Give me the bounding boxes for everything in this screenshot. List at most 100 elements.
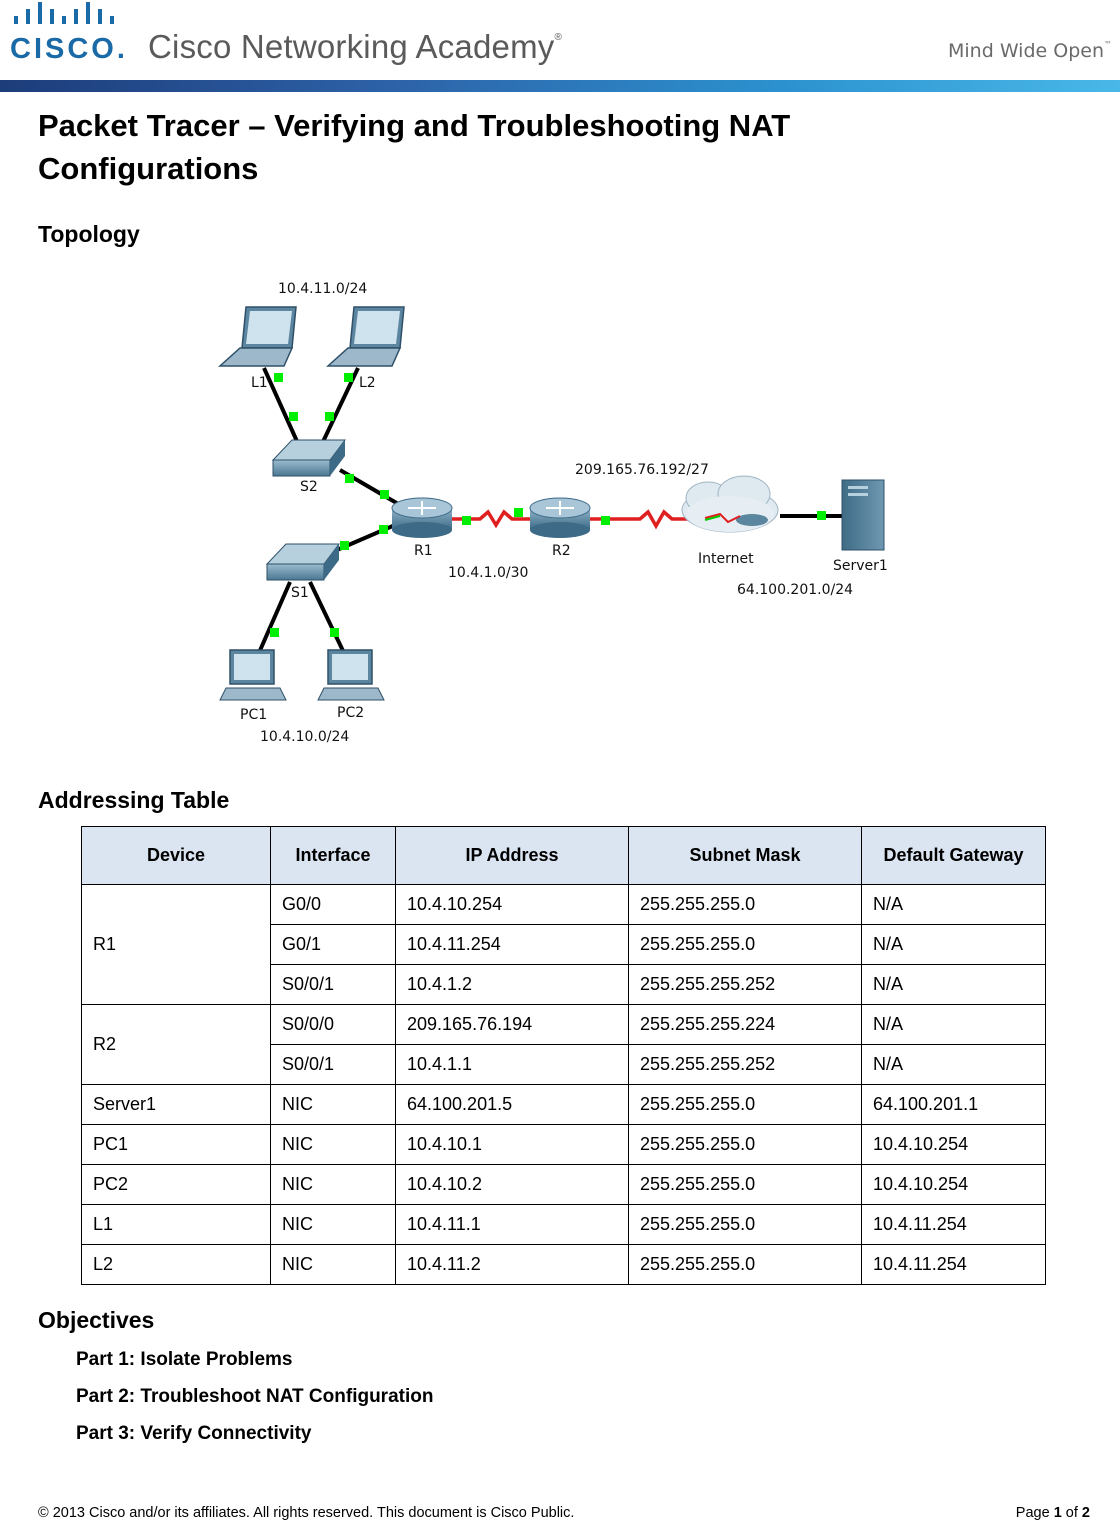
- table-cell: L1: [81, 1204, 271, 1245]
- table-cell: 255.255.255.0: [628, 1204, 862, 1245]
- router-r2-icon: [529, 497, 591, 538]
- column-header: Subnet Mask: [628, 826, 862, 885]
- table-cell: 10.4.10.254: [395, 884, 629, 925]
- label-l1: L1: [251, 375, 268, 391]
- objective-item: Part 2: Troubleshoot NAT Configuration: [76, 1386, 434, 1407]
- page-title: Packet Tracer – Verifying and Troublesho…: [38, 108, 791, 186]
- table-cell: 255.255.255.0: [628, 1164, 862, 1205]
- table-cell: NIC: [270, 1124, 396, 1165]
- table-row: PC2 NIC 10.4.10.2 255.255.255.0 10.4.10.…: [81, 1164, 1046, 1205]
- topology-heading: Topology: [38, 221, 140, 247]
- table-cell: 10.4.1.2: [395, 964, 629, 1005]
- table-cell: 255.255.255.0: [628, 1124, 862, 1165]
- table-cell: NIC: [270, 1164, 396, 1205]
- table-cell: 10.4.11.2: [395, 1244, 629, 1285]
- table-cell: 255.255.255.0: [628, 884, 862, 925]
- table-cell: N/A: [861, 924, 1046, 965]
- objectives-heading: Objectives: [38, 1307, 155, 1333]
- table-cell: 10.4.10.254: [861, 1124, 1046, 1165]
- table-header-row: Device Interface IP Address Subnet Mask …: [81, 826, 1046, 885]
- header-band: [0, 80, 1120, 92]
- table-cell: N/A: [861, 1004, 1046, 1045]
- table-cell: Server1: [81, 1084, 271, 1125]
- label-net-server: 64.100.201.0/24: [737, 582, 853, 598]
- tagline-text: Mind Wide Open: [948, 40, 1104, 62]
- label-net-l: 10.4.11.0/24: [278, 281, 367, 297]
- objective-item: Part 3: Verify Connectivity: [76, 1423, 312, 1444]
- table-cell: NIC: [270, 1084, 396, 1125]
- table-cell: 64.100.201.5: [395, 1084, 629, 1125]
- serial-link-r2-internet: [590, 509, 700, 530]
- label-pc1: PC1: [240, 707, 267, 723]
- table-row: Server1 NIC 64.100.201.5 255.255.255.0 6…: [81, 1084, 1046, 1125]
- label-net-pc: 10.4.10.0/24: [260, 729, 349, 745]
- trademark-mark: ™: [1104, 40, 1112, 49]
- serial-link-r1-r2: [445, 509, 535, 529]
- academy-name: Cisco Networking Academy®: [148, 28, 562, 66]
- cisco-logo-word: CISCO.: [10, 33, 128, 65]
- switch-s2-icon: [271, 439, 346, 477]
- label-net-serial: 10.4.1.0/30: [448, 565, 528, 581]
- table-cell: 255.255.255.252: [628, 1044, 862, 1085]
- table-cell: R1: [81, 884, 271, 1005]
- objective-item: Part 1: Isolate Problems: [76, 1349, 293, 1370]
- switch-s1-icon: [265, 543, 340, 581]
- table-cell: 255.255.255.252: [628, 964, 862, 1005]
- column-header: IP Address: [395, 826, 629, 885]
- page-total: 2: [1081, 1505, 1090, 1521]
- table-cell: N/A: [861, 884, 1046, 925]
- column-header: Default Gateway: [861, 826, 1046, 885]
- server-icon: [841, 479, 885, 551]
- table-cell: N/A: [861, 1044, 1046, 1085]
- academy-text: Cisco Networking Academy: [148, 28, 555, 65]
- table-cell: 255.255.255.0: [628, 924, 862, 965]
- table-cell: 10.4.11.254: [861, 1204, 1046, 1245]
- topology-diagram: 10.4.11.0/24 L1 L2 S2 S1 R1 R2 10.4.1.0/…: [218, 281, 888, 745]
- table-cell: 10.4.10.1: [395, 1124, 629, 1165]
- laptop-l2-icon: [326, 306, 405, 367]
- label-internet: Internet: [698, 551, 754, 567]
- internet-cloud-icon: [681, 475, 779, 533]
- label-l2: L2: [359, 375, 376, 391]
- table-cell: 10.4.1.1: [395, 1044, 629, 1085]
- table-cell: S0/0/1: [270, 964, 396, 1005]
- table-row: L2 NIC 10.4.11.2 255.255.255.0 10.4.11.2…: [81, 1244, 1046, 1285]
- table-cell: R2: [81, 1004, 271, 1085]
- objectives-list: Part 1: Isolate Problems Part 2: Trouble…: [76, 1346, 433, 1457]
- page-prefix: Page: [1015, 1505, 1054, 1521]
- label-s2: S2: [300, 479, 318, 495]
- label-pc2: PC2: [337, 705, 364, 721]
- page-current: 1: [1053, 1505, 1062, 1521]
- table-cell: 255.255.255.224: [628, 1004, 862, 1045]
- addressing-table: Device Interface IP Address Subnet Mask …: [81, 826, 1046, 1285]
- table-cell: NIC: [270, 1204, 396, 1245]
- copyright-text: © 2013 Cisco and/or its affiliates. All …: [38, 1505, 575, 1521]
- table-row: L1 NIC 10.4.11.1 255.255.255.0 10.4.11.2…: [81, 1204, 1046, 1245]
- pc-pc2-icon: [317, 649, 385, 701]
- label-net-public: 209.165.76.192/27: [575, 462, 709, 478]
- column-header: Device: [81, 826, 271, 885]
- table-cell: N/A: [861, 964, 1046, 1005]
- table-row: PC1 NIC 10.4.10.1 255.255.255.0 10.4.10.…: [81, 1124, 1046, 1165]
- tagline: Mind Wide Open™: [948, 40, 1112, 62]
- table-cell: G0/0: [270, 884, 396, 925]
- page-footer: © 2013 Cisco and/or its affiliates. All …: [38, 1505, 1090, 1521]
- table-cell: 10.4.10.2: [395, 1164, 629, 1205]
- label-r2: R2: [552, 543, 571, 559]
- table-cell: 10.4.11.254: [861, 1244, 1046, 1285]
- router-r1-icon: [391, 497, 453, 538]
- link-status-dots: [270, 373, 826, 637]
- table-cell: 10.4.10.254: [861, 1164, 1046, 1205]
- label-server1: Server1: [833, 558, 888, 574]
- table-cell: L2: [81, 1244, 271, 1285]
- table-cell: S0/0/1: [270, 1044, 396, 1085]
- table-cell: G0/1: [270, 924, 396, 965]
- table-cell: PC2: [81, 1164, 271, 1205]
- table-row: R2 S0/0/0 209.165.76.194 255.255.255.224…: [81, 1004, 1046, 1085]
- page-number: Page 1 of 2: [1016, 1505, 1090, 1521]
- page-of: of: [1061, 1505, 1082, 1521]
- table-cell: NIC: [270, 1244, 396, 1285]
- cisco-logo-bars-icon: [14, 2, 114, 24]
- table-cell: 10.4.11.1: [395, 1204, 629, 1245]
- page-header: CISCO. Cisco Networking Academy® Mind Wi…: [0, 0, 1120, 96]
